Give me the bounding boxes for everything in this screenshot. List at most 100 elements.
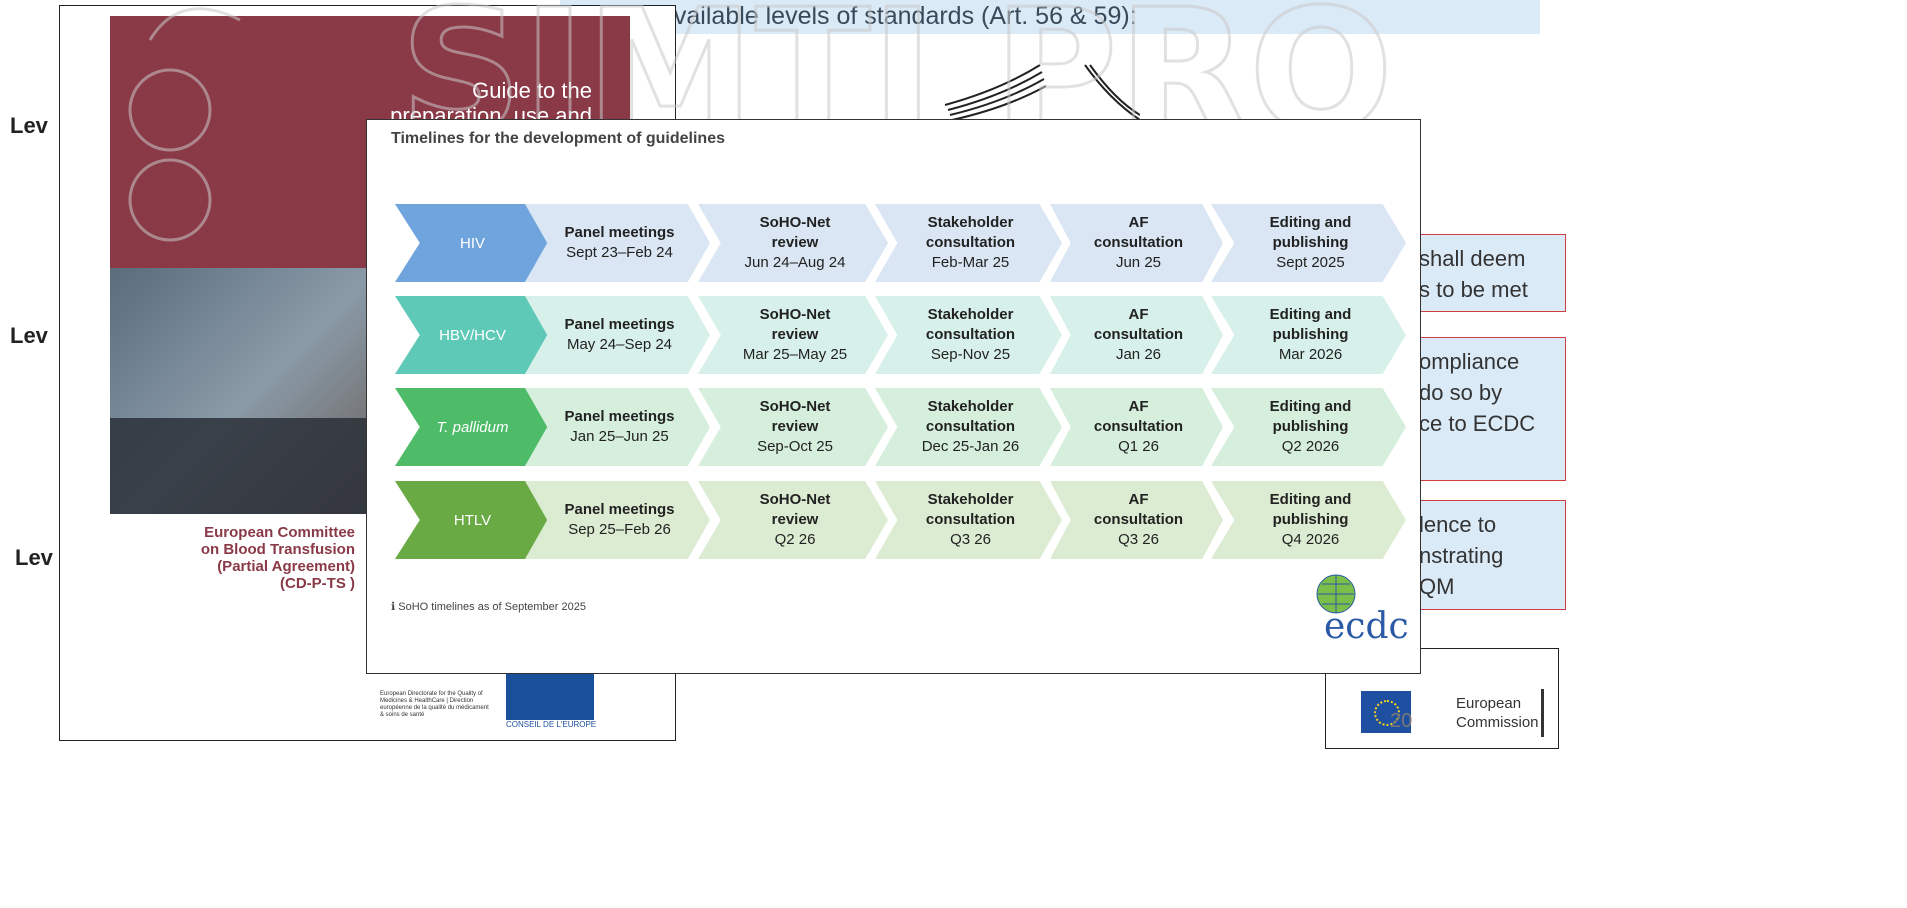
committee-line: European Committee (204, 524, 355, 541)
pathogen-label: HIV (459, 234, 485, 252)
stage-title: consultation (925, 326, 1016, 343)
stage-date: Q4 2026 (1281, 531, 1340, 548)
stage-title: consultation (925, 511, 1016, 528)
stage-date: Q1 26 (1118, 438, 1159, 455)
pathogen-label: HTLV (453, 511, 492, 529)
level-box-2-line: ce to ECDC (1419, 411, 1536, 436)
stage-title: AF (1128, 491, 1149, 508)
stage-title: Panel meetings (564, 316, 675, 333)
pathogen-chevron: HTLV (395, 481, 550, 559)
background-slide-header-text: available levels of standards (Art. 56 &… (660, 2, 1137, 30)
level-box-1-line: s to be met (1419, 277, 1528, 302)
level-box-3-line: nstrating (1419, 543, 1504, 568)
booklet-title-line: Guide to the (472, 78, 592, 103)
ec-logo-line: Commission (1456, 714, 1539, 731)
background-slide-header: available levels of standards (Art. 56 &… (560, 0, 1540, 34)
stage-title: consultation (1093, 511, 1184, 528)
page-number: 20 (1390, 710, 1413, 732)
level-box-2: ompliance do so by ce to ECDC (1412, 337, 1566, 481)
globe-icon (1316, 574, 1356, 614)
pathogen-chevron: HBV/HCV (395, 296, 550, 374)
stage-title: Editing and (1269, 491, 1352, 508)
stage-title: AF (1128, 214, 1149, 231)
stage-chevron: Stakeholder consultation Q3 26 (875, 481, 1062, 559)
pathogen-chevron: HIV (395, 204, 550, 282)
stage-title: Stakeholder (927, 214, 1014, 231)
stage-title: review (771, 326, 819, 343)
timeline-footnote: ℹ︎ SoHO timelines as of September 2025 (391, 600, 586, 613)
pathogen-label: HBV/HCV (439, 326, 506, 344)
stage-title: SoHO-Net (759, 306, 831, 323)
stage-title: SoHO-Net (759, 214, 831, 231)
ec-logo-line: European (1456, 695, 1522, 712)
committee-name: European Committee on Blood Transfusion … (201, 524, 355, 592)
stage-date: Sep 25–Feb 26 (568, 521, 671, 538)
stage-date: Mar 25–May 25 (742, 346, 848, 363)
stage-title: review (771, 234, 819, 251)
stage-title: consultation (1093, 326, 1184, 343)
level-box-3: lence to nstrating QM (1412, 500, 1566, 610)
council-of-europe-label: CONSEIL DE L'EUROPE (506, 720, 597, 729)
stage-date: Q3 26 (1118, 531, 1159, 548)
level-box-2-line: ompliance (1419, 349, 1520, 374)
stage-title: Stakeholder (927, 398, 1014, 415)
council-of-europe-logo (506, 674, 594, 720)
stage-date: Q3 26 (950, 531, 991, 548)
stage-title: Editing and (1269, 306, 1352, 323)
level-box-3-line: QM (1419, 574, 1455, 599)
stage-date: Sept 2025 (1276, 254, 1345, 271)
level-box-1: shall deem s to be met (1412, 234, 1566, 312)
stage-title: consultation (925, 234, 1016, 251)
card-title: Timelines for the development of guideli… (391, 130, 725, 147)
stage-date: Jan 25–Jun 25 (570, 428, 669, 445)
stage-title: Panel meetings (564, 224, 675, 241)
pathogen-label: T. pallidum (436, 418, 509, 436)
ecdc-logo: ecdc (1302, 570, 1409, 660)
ec-logo-divider (1541, 689, 1544, 737)
ecdc-timeline-card: Timelines for the development of guideli… (366, 119, 1421, 674)
level-label-3: Lev (15, 545, 53, 570)
stage-title: consultation (1093, 234, 1184, 251)
stage-title: Stakeholder (927, 491, 1014, 508)
level-box-3-line: lence to (1419, 512, 1497, 537)
stage-title: SoHO-Net (759, 398, 831, 415)
stage-title: review (771, 418, 819, 435)
stage-title: SoHO-Net (759, 491, 831, 508)
stage-date: Sep-Oct 25 (757, 438, 833, 455)
ec-swoosh-graphic (944, 64, 1140, 121)
level-label-2: Lev (10, 323, 48, 348)
stage-chevron: Editing and publishing Q4 2026 (1211, 481, 1406, 559)
level-box-2-line: do so by (1419, 380, 1503, 405)
stage-title: consultation (925, 418, 1016, 435)
stage-title: Panel meetings (564, 408, 675, 425)
european-commission-text: European Commission (1456, 694, 1539, 732)
stage-date: Sept 23–Feb 24 (566, 244, 673, 261)
stage-title: AF (1128, 398, 1149, 415)
stage-date: Q2 26 (774, 531, 816, 548)
stage-title: AF (1128, 306, 1149, 323)
footnote-text: SoHO timelines as of September 2025 (398, 601, 586, 613)
edqm-logo-text: European Directorate for the Quality of … (380, 691, 489, 718)
stage-title: publishing (1272, 511, 1349, 528)
stage-title: Editing and (1269, 214, 1352, 231)
level-label-1: Lev (10, 113, 48, 138)
stage-date: Jan 26 (1115, 346, 1162, 363)
